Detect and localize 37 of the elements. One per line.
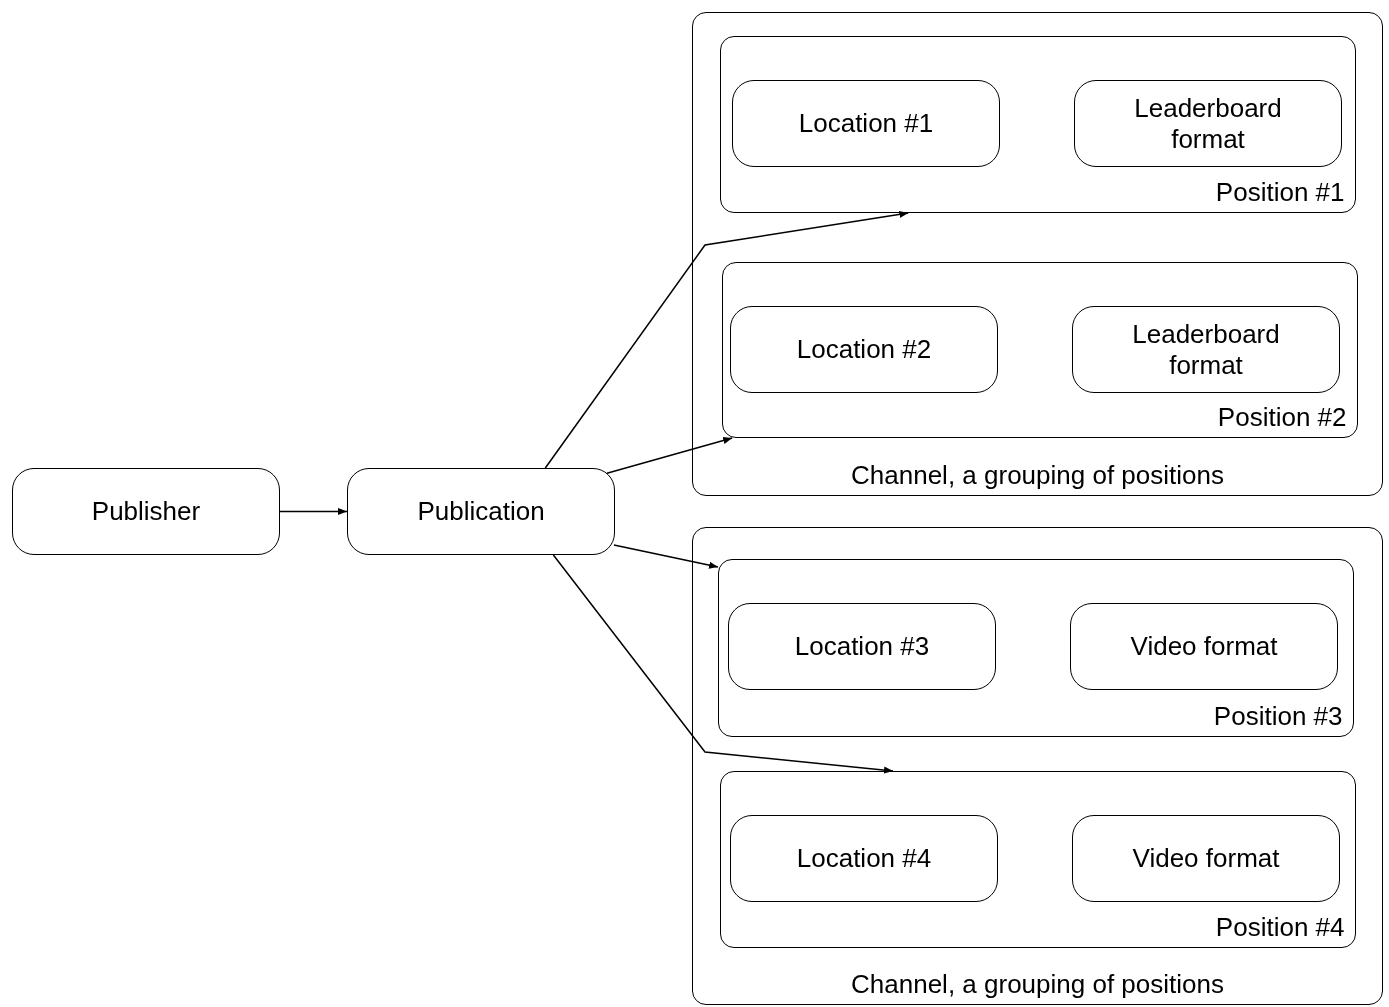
process-box <box>730 815 998 902</box>
process-box <box>728 603 996 690</box>
node-label: Video format <box>1132 843 1280 874</box>
process-box <box>12 468 280 555</box>
node-label: Leaderboard format <box>1131 318 1281 381</box>
group-caption: Position #4 <box>1215 911 1345 943</box>
node-label: Location #4 <box>796 843 932 874</box>
node-label: Location #3 <box>794 631 930 662</box>
arrow <box>279 507 348 516</box>
node-label: Publication <box>417 496 545 527</box>
arrow <box>544 210 909 469</box>
arrow <box>552 554 894 774</box>
subgroup-container <box>721 261 1358 438</box>
process-box <box>1072 306 1340 393</box>
node-label: Publisher <box>91 496 201 527</box>
group-caption: Channel, a grouping of positions <box>851 460 1224 491</box>
process-box <box>1070 603 1338 690</box>
process-box <box>347 468 615 555</box>
group-caption: Channel, a grouping of positions <box>851 969 1224 1000</box>
node-label: Location #2 <box>796 334 932 365</box>
group-caption: Position #1 <box>1215 176 1345 208</box>
arrow <box>606 436 733 474</box>
group-caption: Position #2 <box>1217 401 1347 433</box>
subgroup-container <box>719 770 1356 948</box>
node-label: Location #1 <box>798 108 934 139</box>
node-label: Leaderboard format <box>1133 92 1283 155</box>
arrow <box>613 544 719 569</box>
group-container <box>692 12 1383 496</box>
process-box <box>730 306 998 393</box>
group-container <box>692 527 1383 1005</box>
process-box <box>1074 80 1342 167</box>
subgroup-container <box>719 35 1356 213</box>
subgroup-container <box>717 558 1354 737</box>
group-caption: Position #3 <box>1213 700 1343 732</box>
process-box <box>732 80 1000 167</box>
node-label: Video format <box>1130 631 1278 662</box>
process-box <box>1072 815 1340 902</box>
